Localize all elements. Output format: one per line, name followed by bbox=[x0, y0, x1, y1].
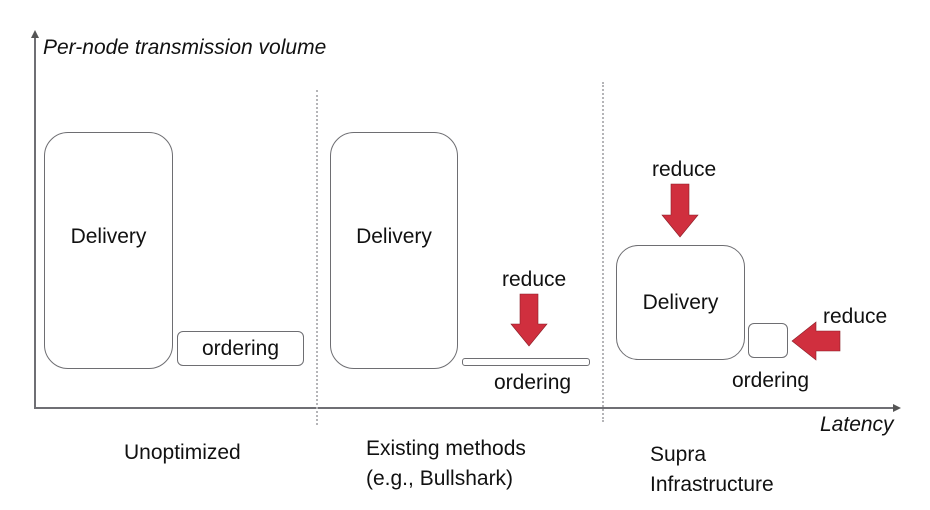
supra-ordering-label: ordering bbox=[732, 369, 810, 392]
existing-reduce-down-arrow-icon bbox=[510, 293, 548, 347]
x-axis bbox=[34, 407, 896, 409]
category-supra-line-1: Supra bbox=[650, 443, 707, 466]
supra-ordering-box bbox=[748, 323, 788, 358]
x-axis-arrowhead-icon bbox=[893, 404, 901, 412]
existing-ordering-box bbox=[462, 358, 590, 366]
supra-reduce-delivery-label: reduce bbox=[652, 158, 717, 181]
y-axis-arrowhead-icon bbox=[31, 30, 39, 38]
supra-reduce-left-arrow-icon bbox=[791, 321, 841, 361]
y-axis bbox=[34, 36, 36, 409]
supra-reduce-ordering-label: reduce bbox=[823, 305, 888, 328]
unoptimized-ordering-box: ordering bbox=[177, 331, 304, 366]
category-unoptimized-line-1: Unoptimized bbox=[124, 441, 241, 464]
category-supra-line-2: Infrastructure bbox=[650, 473, 774, 496]
category-unoptimized: Unoptimized bbox=[124, 438, 241, 468]
supra-reduce-down-arrow-icon bbox=[661, 183, 699, 238]
category-existing-methods: Existing methods (e.g., Bullshark) bbox=[366, 434, 526, 494]
unoptimized-delivery-box: Delivery bbox=[44, 132, 173, 369]
category-supra-infrastructure: Supra Infrastructure bbox=[650, 440, 774, 500]
category-existing-line-1: Existing methods bbox=[366, 437, 526, 460]
unoptimized-delivery-label: Delivery bbox=[70, 225, 147, 248]
existing-ordering-label: ordering bbox=[494, 371, 572, 394]
existing-delivery-label: Delivery bbox=[356, 225, 432, 248]
unoptimized-ordering-label: ordering bbox=[201, 336, 280, 360]
existing-reduce-label: reduce bbox=[502, 268, 567, 291]
y-axis-label: Per-node transmission volume bbox=[43, 36, 327, 59]
x-axis-label: Latency bbox=[820, 413, 894, 436]
section-divider-2 bbox=[602, 82, 604, 422]
category-existing-line-2: (e.g., Bullshark) bbox=[366, 467, 514, 490]
supra-delivery-label: Delivery bbox=[642, 290, 719, 314]
section-divider-1 bbox=[316, 90, 318, 425]
supra-delivery-box: Delivery bbox=[616, 245, 745, 360]
existing-delivery-box: Delivery bbox=[330, 132, 458, 369]
